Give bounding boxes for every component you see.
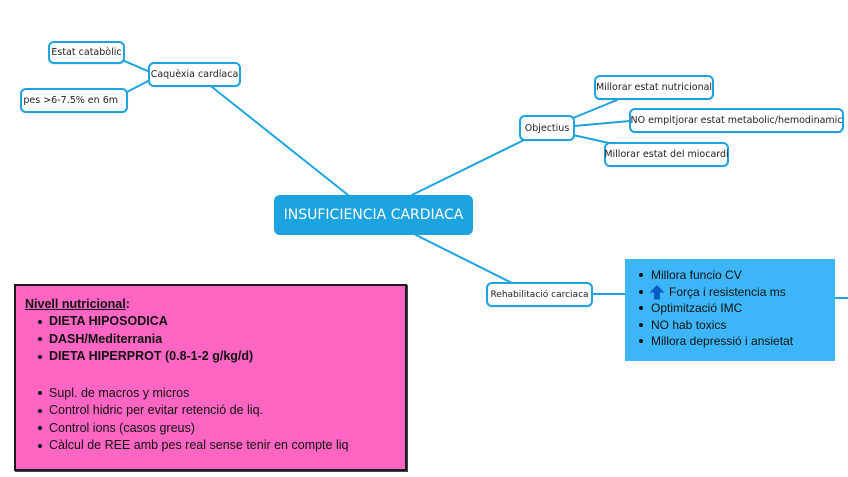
list-item: Control ions (casos greus) <box>25 420 395 438</box>
bullet <box>639 339 643 344</box>
list-item: NO hab toxics <box>639 317 827 334</box>
list-item-text: DIETA HIPOSODICA <box>49 314 168 328</box>
node-label: pes >6-7.5% en 6m <box>23 95 118 106</box>
node-label: Caquèxia cardíaca <box>150 69 239 80</box>
bullet <box>38 319 42 324</box>
list-item: Càlcul de REE amb pes real sense tenir e… <box>25 437 395 455</box>
bullet <box>38 337 42 342</box>
connector-objectius-nutricional <box>572 99 618 119</box>
list-item: Millora funcio CV <box>639 267 827 284</box>
nutrition-box[interactable]: Nivell nutricional: DIETA HIPOSODICA DAS… <box>14 284 407 471</box>
nutrition-bold-list: DIETA HIPOSODICA DASH/Mediterrania DIETA… <box>25 313 395 366</box>
list-item-text: Millora funcio CV <box>651 268 742 282</box>
spacer <box>25 366 395 385</box>
list-item-text: DASH/Mediterrania <box>49 331 163 346</box>
list-item: Control hidric per evitar retenció de li… <box>25 402 395 420</box>
node-millorar-estat-miocardi[interactable]: Millorar estat del miocardi <box>604 142 729 167</box>
list-item: Millora depressió i ansietat <box>639 333 827 350</box>
connector-objectius-metabolic <box>573 120 631 127</box>
list-item-text: NO hab toxics <box>651 317 727 332</box>
list-item-text: Control hidric per evitar retenció de li… <box>49 403 263 417</box>
node-no-empitjorar-estat[interactable]: NO empitjorar estat metabolic/hemodinami… <box>629 108 844 133</box>
arrow-up-icon <box>649 284 665 300</box>
nutrition-box-heading: Nivell nutricional: <box>25 296 395 313</box>
node-estat-catabolic[interactable]: Estat catabòlic <box>48 41 125 64</box>
node-label: Estat catabòlic <box>51 47 122 58</box>
list-item: Força i resistencia ms <box>639 284 827 301</box>
bullet <box>639 273 643 278</box>
bullet <box>38 391 42 396</box>
list-item: DASH/Mediterrania <box>25 331 395 349</box>
list-item-text: DIETA HIPERPROT (0.8-1-2 g/kg/d) <box>49 349 254 363</box>
bullet <box>38 443 42 448</box>
list-item: DIETA HIPOSODICA <box>25 313 395 331</box>
bullet <box>639 289 643 294</box>
heading-colon: : <box>125 297 130 311</box>
node-label: Objectius <box>524 122 570 134</box>
list-item: Supl. de macros y micros <box>25 385 395 403</box>
list-item-text: Millora depressió i ansietat <box>651 334 794 348</box>
list-item-text: Optimització IMC <box>651 301 743 315</box>
list-item-text: Força i resistencia ms <box>669 284 786 299</box>
list-item: DIETA HIPERPROT (0.8-1-2 g/kg/d) <box>25 348 395 366</box>
node-label: Millorar estat del miocardi <box>604 149 729 160</box>
list-item-text: Supl. de macros y micros <box>49 385 190 400</box>
node-label: Millorar estat nutricional <box>595 82 713 93</box>
central-node-label: INSUFICIENCIA CARDIACA <box>283 207 464 223</box>
node-pes-perdua[interactable]: pes >6-7.5% en 6m <box>20 88 128 113</box>
bullet <box>38 354 42 359</box>
bullet <box>639 322 643 327</box>
connector-caquexia-estat-catabolic <box>121 59 151 73</box>
rehabilitacio-details-list: Millora funcio CV Força i resistencia ms… <box>639 267 827 350</box>
bullet <box>38 408 42 413</box>
central-node[interactable]: INSUFICIENCIA CARDIACA <box>274 195 473 235</box>
nutrition-list: Supl. de macros y micros Control hidric … <box>25 385 395 455</box>
connector-objectius-miocardi <box>572 134 610 144</box>
node-rehabilitacio-cardiaca[interactable]: Rehabilitació carciaca <box>486 282 593 307</box>
node-label: Rehabilitació carciaca <box>490 289 589 300</box>
list-item-text: Control ions (casos greus) <box>49 420 195 435</box>
connector-central-caquexia <box>211 86 349 196</box>
bullet <box>38 426 42 431</box>
rehabilitacio-details-box[interactable]: Millora funcio CV Força i resistencia ms… <box>625 259 835 361</box>
connector-caquexia-pes <box>124 79 151 94</box>
list-item: Optimització IMC <box>639 300 827 317</box>
node-label: NO empitjorar estat metabolic/hemodinami… <box>630 115 843 126</box>
list-item-text: Càlcul de REE amb pes real sense tenir e… <box>49 438 349 452</box>
node-millorar-estat-nutricional[interactable]: Millorar estat nutricional <box>594 75 714 100</box>
node-caquexia-cardiaca[interactable]: Caquèxia cardíaca <box>148 62 241 87</box>
heading-text: Nivell nutricional <box>25 297 126 311</box>
bullet <box>639 306 643 311</box>
connector-central-objectius <box>411 139 525 196</box>
connector-central-rehabilitacio <box>415 234 513 284</box>
node-objectius[interactable]: Objectius <box>519 115 575 141</box>
